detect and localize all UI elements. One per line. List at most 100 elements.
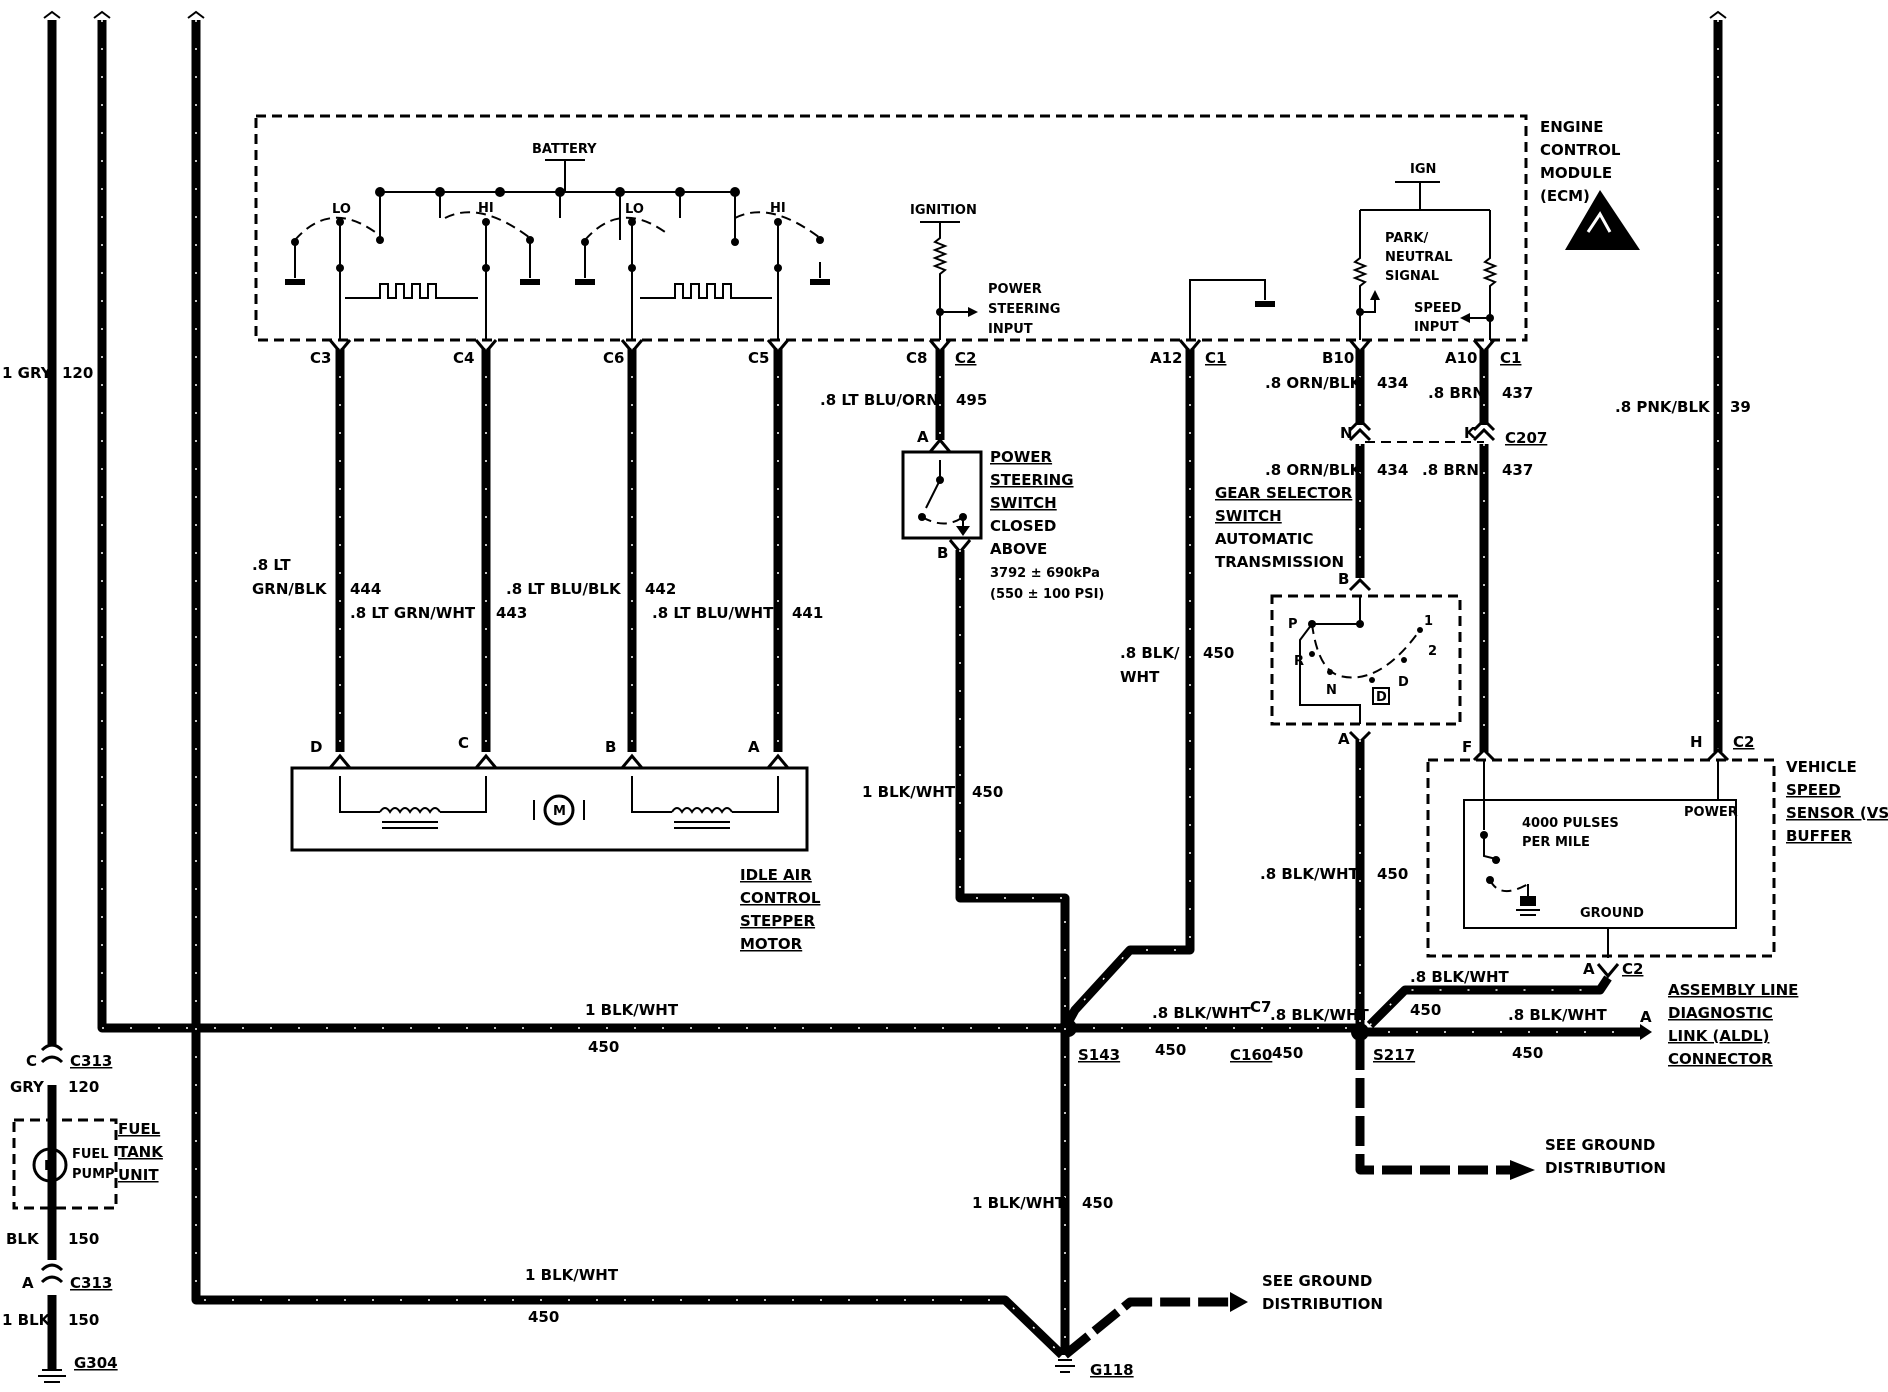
speed-input-label-2: INPUT [1414,320,1459,335]
ecm-label-3: MODULE [1540,164,1612,182]
w450-bottom-circuit: 450 [528,1308,559,1326]
gry-color: GRY [10,1078,45,1096]
wires-434-437: .8 ORN/BLK 434 .8 BRN 437 N K C207 .8 OR… [1265,339,1547,752]
w441-color: .8 LT BLU/WHT [652,604,774,622]
ground-ref-bottom-1: SEE GROUND [1262,1272,1372,1290]
c207-pin-k: K [1464,424,1477,442]
lo-label-2: LO [625,202,644,217]
w442-circuit: 442 [645,580,676,598]
c313a-label: C313 [70,1052,112,1070]
hi-label-2: HI [770,201,786,216]
w120-color: 1 GRY [2,364,53,382]
ground-rail: G118 S143 S217 1 BLK/WHT 450 .8 BLK/WHT … [525,968,1798,1379]
iac-pin-d: D [310,738,322,756]
w495-circuit: 495 [956,391,987,409]
iac-motor-m: M [553,804,566,819]
ps-switch-label-3: SWITCH [990,494,1057,512]
c313b-label: C313 [70,1274,112,1292]
gear-p: P [1288,617,1298,632]
power-steering-circuit: .8 LT BLU/ORN 495 A B POWER STEERING SWI… [820,339,1104,1028]
w450-a12-color-2: WHT [1120,668,1160,686]
iac-label-4: MOTOR [740,935,803,953]
ecm-label-2: CONTROL [1540,141,1621,159]
w450-aldl-color: .8 BLK/WHT [1508,1006,1608,1024]
iac-label-2: CONTROL [740,889,821,907]
w450-a12-circuit: 450 [1203,644,1234,662]
iac-pin-b: B [605,738,616,756]
pin-c1a: C1 [1205,349,1226,367]
w450-aldl-circuit: 450 [1512,1044,1543,1062]
w442-color: .8 LT BLU/BLK [506,580,622,598]
w450-c7-color: .8 BLK/WHT [1270,1006,1370,1024]
gry-circuit: 120 [68,1078,99,1096]
aldl-label-2: DIAGNOSTIC [1668,1004,1773,1022]
ecm-label-1: ENGINE [1540,118,1604,136]
c207-label: C207 [1505,429,1547,447]
w495-color: .8 LT BLU/ORN [820,391,939,409]
gear-selector-label-1: GEAR SELECTOR [1215,484,1353,502]
ps-pin-a: A [917,428,929,446]
w441-circuit: 441 [792,604,823,622]
pin-c3: C3 [310,349,331,367]
pin-c5: C5 [748,349,769,367]
w437-top-color: .8 BRN [1428,384,1485,402]
c160-label: C160 [1230,1046,1272,1064]
fuel-pump-1: FUEL [72,1147,109,1162]
w450-vss-circuit: 450 [1410,1001,1441,1019]
fuel-pump-circuit: 1 GRY 120 C C313 GRY 120 M FUEL PUMP FUE… [2,364,164,1383]
vss-label-2: SPEED [1786,781,1841,799]
blk150-color: BLK [6,1230,40,1248]
vss-c2-top: C2 [1733,733,1754,751]
pin-a10: A10 [1445,349,1477,367]
w450-main-color: 1 BLK/WHT [585,1001,679,1019]
ps-desc-3: 3792 ± 690kPa [990,566,1100,581]
w434-top-color: .8 ORN/BLK [1265,374,1363,392]
w437-top-circuit: 437 [1502,384,1533,402]
w450-down-circuit: 450 [1082,1194,1113,1212]
fuel-tank-3: UNIT [118,1166,159,1184]
w434-bot-circuit: 434 [1377,461,1408,479]
w450-s143-circuit: 450 [1155,1041,1186,1059]
w39-color: .8 PNK/BLK [1615,398,1711,416]
park-neutral-label-2: NEUTRAL [1385,250,1453,265]
gear-1: 1 [1424,614,1433,629]
w450-gear-circuit: 450 [1377,865,1408,883]
ps-desc-2: ABOVE [990,540,1047,558]
gear-selector-label-2: SWITCH [1215,507,1282,525]
blk150b-circuit: 150 [68,1311,99,1329]
iac-motor: D C B A M IDLE AIR CONTROL STEPPER MOTOR [290,734,821,953]
vss-pulses-2: PER MILE [1522,835,1590,850]
ps-input-label-1: POWER [988,282,1042,297]
ecm-module: ENGINE CONTROL MODULE (ECM) BATTERY LO H… [254,114,1640,342]
w444-circuit: 444 [350,580,381,598]
w450-s143-color: .8 BLK/WHT [1152,1004,1252,1022]
vss-label-1: VEHICLE [1786,758,1857,776]
gear-desc-1: AUTOMATIC [1215,530,1314,548]
blk150-circuit: 150 [68,1230,99,1248]
vss-buffer: .8 PNK/BLK 39 F H C2 4000 PULSES PER MIL… [1426,10,1888,979]
park-neutral-label-1: PARK/ [1385,231,1428,246]
gear-d-box: D [1376,690,1387,705]
pump-m: M [44,1159,57,1174]
gear-d: D [1398,675,1409,690]
c7-label: C7 [1250,998,1271,1016]
hi-label-1: HI [478,201,494,216]
w450-main-circuit: 450 [588,1038,619,1056]
w434-bot-color: .8 ORN/BLK [1265,461,1363,479]
ps-input-label-2: STEERING [988,302,1060,317]
w444-color-2: GRN/BLK [252,580,328,598]
w437-bot-color: .8 BRN [1422,461,1479,479]
vss-pin-h: H [1690,733,1703,751]
ps-switch-label-2: STEERING [990,471,1074,489]
ps-switch-label-1: POWER [990,448,1053,466]
gear-desc-2: TRANSMISSION [1215,553,1344,571]
c207-pin-n: N [1340,424,1353,442]
gear-r: R [1294,654,1304,669]
ps-desc-1: CLOSED [990,517,1056,535]
pin-a12: A12 [1150,349,1182,367]
ground-ref-right-2: DISTRIBUTION [1545,1159,1666,1177]
w450-vss-color: .8 BLK/WHT [1410,968,1510,986]
w450-gear-color: .8 BLK/WHT [1260,865,1360,883]
w443-circuit: 443 [496,604,527,622]
